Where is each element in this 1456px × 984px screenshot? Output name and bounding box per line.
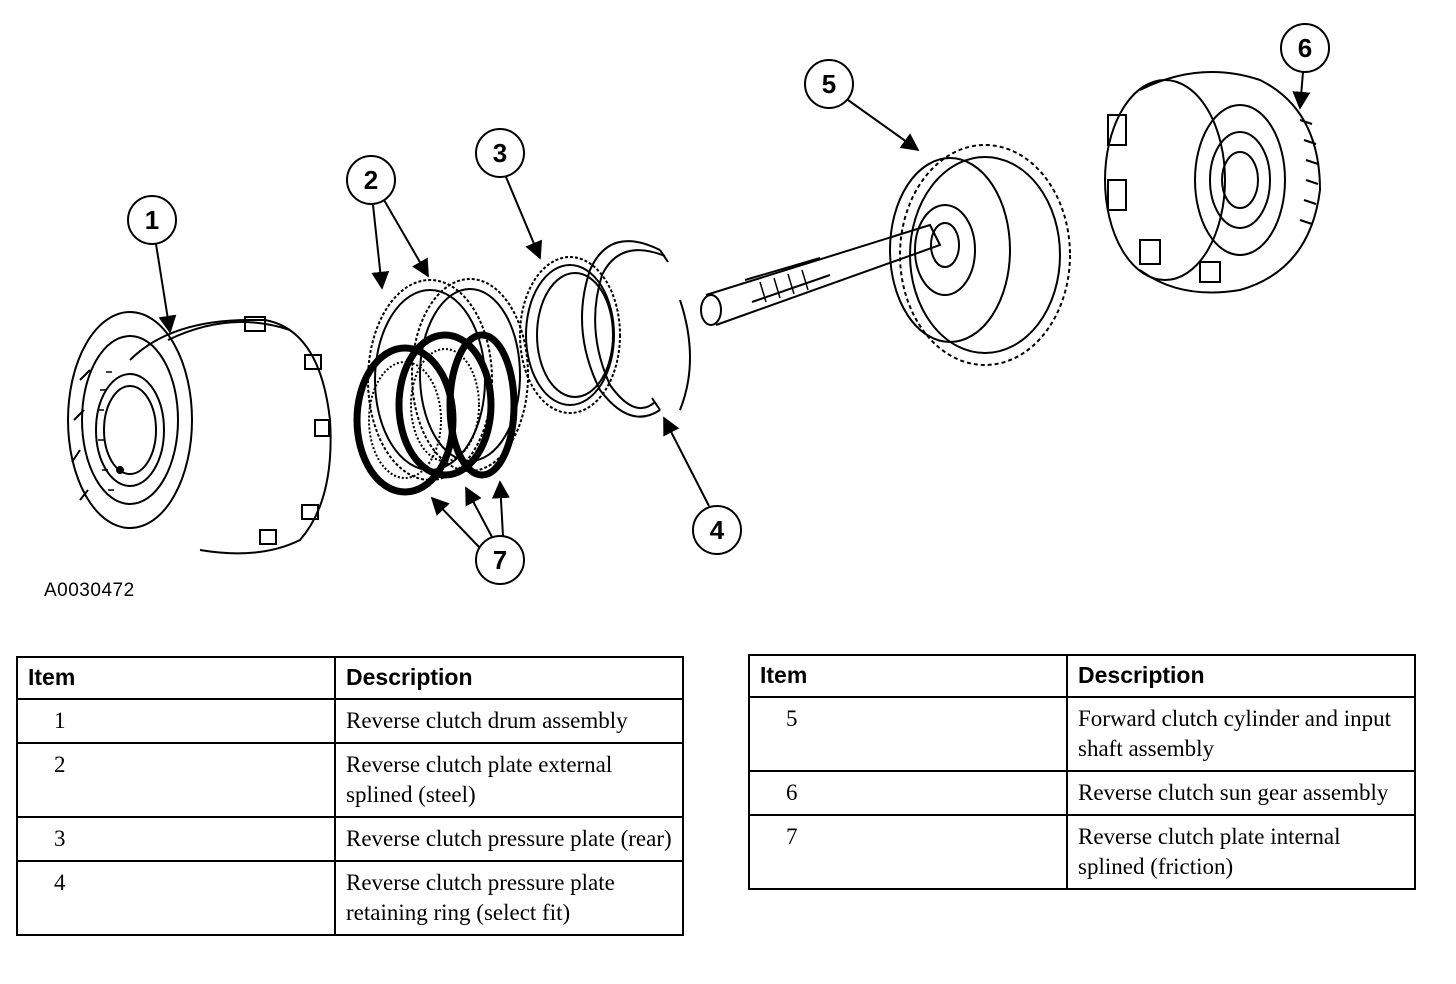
callout-3: 3 <box>475 128 543 260</box>
header-description: Description <box>334 656 684 700</box>
part-retaining-ring <box>581 240 691 418</box>
item-description: Reverse clutch sun gear assembly <box>1066 770 1416 816</box>
item-description: Reverse clutch pressure plate (rear) <box>334 816 684 862</box>
item-number: 1 <box>16 698 336 744</box>
callout-2-label: 2 <box>364 165 378 195</box>
item-description: Forward clutch cylinder and input shaft … <box>1066 696 1416 772</box>
callout-5-label: 5 <box>822 69 836 99</box>
item-description: Reverse clutch plate internal splined (f… <box>1066 814 1416 890</box>
table-row: 3 Reverse clutch pressure plate (rear) <box>16 816 684 862</box>
item-number: 7 <box>748 814 1068 890</box>
figure-id: A0030472 <box>44 580 135 601</box>
table-row: 5 Forward clutch cylinder and input shaf… <box>748 696 1416 772</box>
table-row: 1 Reverse clutch drum assembly <box>16 698 684 744</box>
part-sun-gear-assembly <box>1104 71 1322 294</box>
header-item: Item <box>748 654 1068 698</box>
callout-6-label: 6 <box>1298 33 1312 63</box>
item-description: Reverse clutch plate external splined (s… <box>334 742 684 818</box>
part-internal-splined-plates <box>353 331 518 496</box>
item-number: 5 <box>748 696 1068 772</box>
table-row: 2 Reverse clutch plate external splined … <box>16 742 684 818</box>
legend-table-left: Item Description 1 Reverse clutch drum a… <box>16 656 684 936</box>
exploded-view-diagram: 1 2 3 4 5 6 7 <box>67 23 1330 585</box>
table-row: 4 Reverse clutch pressure plate retainin… <box>16 860 684 936</box>
callout-6: 6 <box>1280 23 1330 110</box>
part-reverse-clutch-drum <box>67 311 332 555</box>
item-number: 4 <box>16 860 336 936</box>
item-number: 6 <box>748 770 1068 816</box>
item-number: 3 <box>16 816 336 862</box>
callout-5: 5 <box>804 59 920 152</box>
item-description: Reverse clutch drum assembly <box>334 698 684 744</box>
table-row: 7 Reverse clutch plate internal splined … <box>748 814 1416 890</box>
part-pressure-plate <box>519 256 621 414</box>
legend-header-row: Item Description <box>748 654 1416 698</box>
callout-2: 2 <box>346 155 429 290</box>
item-number: 2 <box>16 742 336 818</box>
header-description: Description <box>1066 654 1416 698</box>
part-input-shaft-assembly <box>700 144 1071 366</box>
header-item: Item <box>16 656 336 700</box>
callout-4: 4 <box>663 416 742 555</box>
legend-header-row: Item Description <box>16 656 684 700</box>
callout-3-label: 3 <box>493 138 507 168</box>
item-description: Reverse clutch pressure plate retaining … <box>334 860 684 936</box>
callout-4-label: 4 <box>710 515 725 545</box>
legend-table-right: Item Description 5 Forward clutch cylind… <box>748 654 1416 890</box>
callout-1-label: 1 <box>145 205 159 235</box>
callout-1: 1 <box>127 195 177 334</box>
table-row: 6 Reverse clutch sun gear assembly <box>748 770 1416 816</box>
callout-7: 7 <box>430 480 525 585</box>
callout-7-label: 7 <box>493 545 507 575</box>
